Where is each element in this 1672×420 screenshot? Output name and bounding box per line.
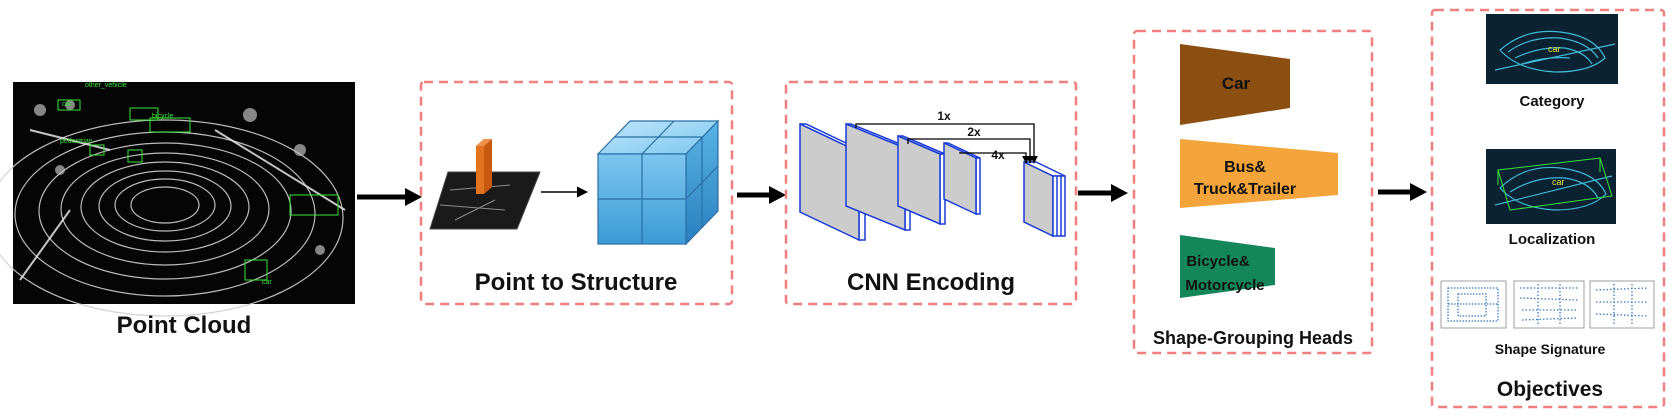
localization-annotation-car: car (1552, 177, 1565, 187)
objective-shape-signature-label: Shape Signature (1495, 341, 1606, 357)
box-point-to-structure (419, 80, 734, 306)
objective-category-label: Category (1519, 93, 1585, 110)
skip-label-4x: 4x (991, 148, 1005, 162)
cnn-layers (799, 122, 1066, 242)
arrow-1-head (405, 188, 422, 206)
objective-localization-label: Localization (1509, 231, 1596, 248)
arrow-4-head (1410, 183, 1427, 201)
head-car-label: Car (1222, 74, 1251, 93)
annotation-car-1: car (62, 101, 72, 108)
annotation-bicycle: bicycle (152, 113, 174, 120)
signature-plot-3 (1589, 280, 1655, 329)
box-objectives (1430, 8, 1666, 409)
box-shape-grouping-heads (1132, 29, 1374, 355)
skip-label-2x: 2x (967, 125, 981, 139)
localization-image: car (1486, 149, 1616, 224)
annotation-pedestrian: pedestrian (60, 138, 93, 145)
label-objectives: Objectives (1497, 378, 1603, 401)
skip-label-1x: 1x (937, 109, 951, 123)
arrow-3-head (1111, 184, 1128, 202)
point-cloud-image: other_vehicle car pedestrian bicycle car (0, 82, 355, 317)
label-shape-grouping-heads: Shape-Grouping Heads (1153, 328, 1353, 348)
head-bicycle-label-line2: Motorcycle (1185, 277, 1264, 294)
box-cnn-encoding (784, 80, 1078, 306)
cnn-output-stack (1023, 160, 1066, 238)
shape-signature-plots (1440, 280, 1655, 329)
category-annotation-car: car (1548, 44, 1561, 54)
signature-plot-2 (1513, 280, 1585, 329)
pillar-grid-icon (429, 139, 541, 230)
skip-connections (855, 123, 1038, 164)
label-cnn-encoding: CNN Encoding (847, 269, 1015, 296)
signature-plot-1 (1440, 280, 1507, 329)
label-point-to-structure: Point to Structure (475, 269, 678, 296)
head-bus-truck-trailer: Bus& Truck&Trailer (1180, 139, 1338, 208)
label-point-cloud: Point Cloud (117, 312, 252, 339)
head-bus-label-line2: Truck&Trailer (1194, 181, 1296, 198)
head-bus-label-line1: Bus& (1224, 159, 1266, 176)
head-bicycle-label-line1: Bicycle& (1186, 253, 1250, 270)
arrow-2-head (769, 186, 786, 204)
head-car: Car (1180, 44, 1290, 125)
category-image: car (1486, 14, 1618, 84)
annotation-other-vehicle: other_vehicle (85, 82, 127, 89)
annotation-car-2: car (262, 279, 272, 286)
voxel-cube-icon (596, 119, 720, 246)
head-bicycle-motorcycle: Bicycle& Motorcycle (1180, 235, 1275, 298)
cnn-layer-4 (943, 141, 981, 216)
cnn-layer-3 (897, 134, 946, 226)
